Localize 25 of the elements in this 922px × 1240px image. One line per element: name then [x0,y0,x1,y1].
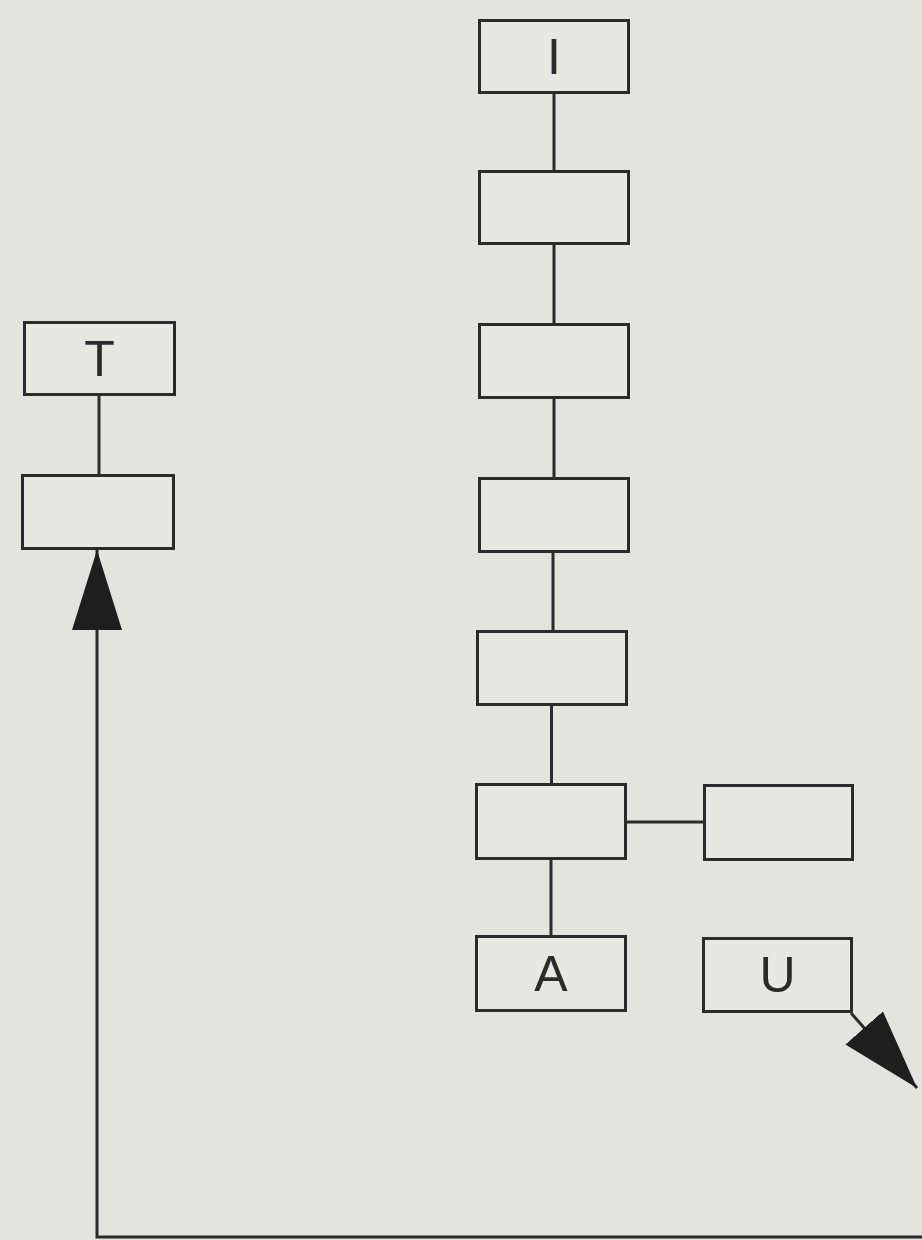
empty-box [476,630,628,706]
arrow [845,1011,919,1089]
empty-box [21,474,175,550]
connector-line [552,94,556,170]
empty-box [478,477,630,553]
connector-line [627,820,703,824]
connector-line [550,706,553,783]
box-letter: U [759,950,796,1000]
connector-line [97,396,101,474]
connector-line [552,399,556,477]
labeled-box [478,19,630,94]
labeled-box [475,935,627,1012]
box-letter: T [84,333,115,384]
empty-box [478,170,630,245]
connector-line [551,553,555,630]
box-letter: A [534,948,568,999]
labeled-box [702,937,853,1013]
empty-box [475,783,627,860]
arrow [72,550,922,1239]
empty-box [478,323,630,399]
connector-line [549,860,553,935]
labeled-box [23,321,176,396]
box-letter: I [547,31,561,82]
empty-box [703,784,854,861]
connector-line [552,245,556,323]
